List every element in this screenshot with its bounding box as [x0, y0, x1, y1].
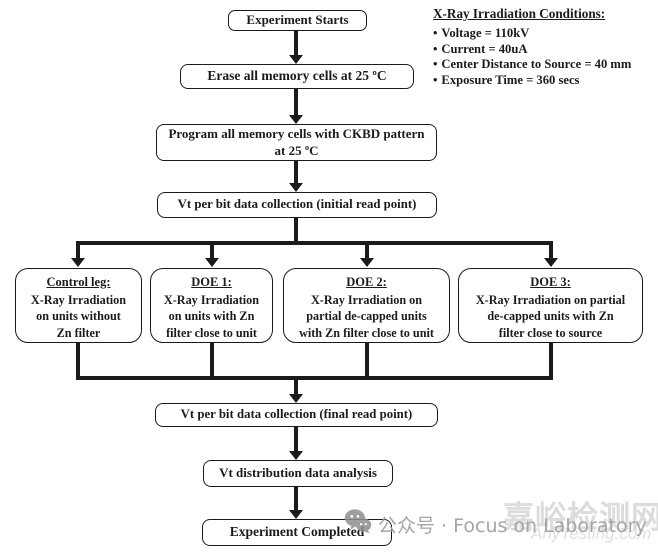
xray-conditions-title: X-Ray Irradiation Conditions: — [433, 6, 606, 21]
flow-box-erase-cells: Erase all memory cells at 25 ºC — [180, 64, 414, 89]
flow-split-line — [76, 241, 553, 245]
xray-conditions-note: X-Ray Irradiation Conditions: •Voltage =… — [433, 6, 658, 88]
flow-box-label: Vt distribution data analysis — [219, 465, 377, 481]
condition-item: •Center Distance to Source = 40 mm — [433, 57, 658, 73]
bullet-icon: • — [433, 26, 438, 40]
arrow-head-icon — [544, 258, 558, 267]
flow-line — [76, 343, 80, 377]
flow-box-label: Erase all memory cells at 25 ºC — [207, 68, 387, 84]
flow-line — [294, 88, 298, 115]
flow-box-vt-initial-read: Vt per bit data collection (initial read… — [157, 192, 437, 218]
branch-title: Control leg: — [46, 275, 111, 289]
flow-box-experiment-starts: Experiment Starts — [228, 10, 367, 31]
flow-line — [294, 427, 298, 451]
flow-box-label: Vt per bit data collection (initial read… — [177, 197, 417, 211]
watermark-site-name: 嘉峪检测网 — [503, 500, 658, 536]
branch-line: Zn filter — [56, 326, 101, 341]
flow-line — [294, 160, 298, 183]
branch-line: partial de-capped units — [306, 309, 427, 324]
flow-box-vt-analysis: Vt distribution data analysis — [203, 460, 393, 487]
arrow-head-icon — [289, 183, 303, 192]
branch-line: filter close to source — [498, 326, 603, 341]
flow-line — [210, 243, 214, 258]
flow-box-doe3: DOE 3: X-Ray Irradiation on partial de-c… — [458, 268, 643, 343]
condition-text: Current = 40uA — [441, 41, 528, 56]
branch-title: DOE 1: — [191, 275, 232, 289]
flow-box-doe1: DOE 1: X-Ray Irradiation on units with Z… — [150, 268, 273, 343]
flow-line — [294, 217, 298, 244]
branch-line: X-Ray Irradiation on — [310, 292, 423, 307]
flow-box-vt-final-read: Vt per bit data collection (final read p… — [155, 403, 438, 427]
arrow-head-icon — [360, 258, 374, 267]
flow-box-label: Experiment Completed — [229, 524, 365, 540]
arrow-head-icon — [289, 115, 303, 124]
branch-line: X-Ray Irradiation on partial — [475, 292, 626, 307]
flow-box-label: Vt per bit data collection (final read p… — [180, 407, 413, 421]
bullet-icon: • — [433, 72, 438, 87]
flow-box-control-leg: Control leg: X-Ray Irradiation on units … — [15, 268, 142, 343]
bullet-icon: • — [433, 41, 438, 56]
flow-line — [294, 487, 298, 510]
arrow-head-icon — [289, 394, 303, 403]
arrow-head-icon — [289, 55, 303, 64]
flow-box-label: at 25 ºC — [274, 142, 319, 158]
condition-item: •Exposure Time = 360 secs — [433, 73, 658, 89]
branch-line: X-Ray Irradiation — [163, 292, 260, 307]
watermark-wechat-label: 公众号 · Focus on Laboratory — [378, 515, 647, 537]
branch-line: on units without — [36, 309, 121, 324]
flow-line — [365, 343, 369, 377]
wechat-icon — [344, 509, 372, 534]
arrow-head-icon — [289, 451, 303, 460]
flow-box-label: Program all memory cells with CKBD patte… — [168, 126, 425, 142]
flow-line — [549, 243, 553, 258]
branch-line: filter close to unit — [166, 326, 257, 341]
flow-line — [365, 243, 369, 258]
flow-line — [549, 343, 553, 377]
watermark-site-url: AnyTesting.com — [531, 524, 652, 543]
branch-line: on units with Zn — [168, 309, 255, 324]
branch-line: de-capped units with Zn — [487, 309, 614, 324]
flow-box-doe2: DOE 2: X-Ray Irradiation on partial de-c… — [283, 268, 450, 343]
condition-text: Exposure Time = 360 secs — [441, 72, 580, 87]
flow-line — [210, 343, 214, 377]
branch-line: X-Ray Irradiation — [30, 292, 127, 307]
branch-title: DOE 3: — [530, 275, 571, 289]
flow-box-program-cells: Program all memory cells with CKBD patte… — [156, 124, 437, 161]
arrow-head-icon — [71, 258, 85, 267]
flow-merge-line — [76, 376, 553, 380]
flow-box-label: Experiment Starts — [246, 12, 349, 28]
condition-item: •Voltage = 110kV — [433, 26, 658, 42]
condition-text: Voltage = 110kV — [441, 26, 530, 40]
condition-text: Center Distance to Source = 40 mm — [441, 57, 632, 72]
bullet-icon: • — [433, 57, 438, 72]
arrow-head-icon — [289, 510, 303, 519]
branch-title: DOE 2: — [346, 275, 387, 289]
flow-line — [294, 378, 298, 394]
flow-line — [294, 30, 298, 55]
condition-item: •Current = 40uA — [433, 42, 658, 58]
arrow-head-icon — [205, 258, 219, 267]
flow-line — [76, 243, 80, 258]
branch-line: with Zn filter close to unit — [299, 326, 434, 341]
